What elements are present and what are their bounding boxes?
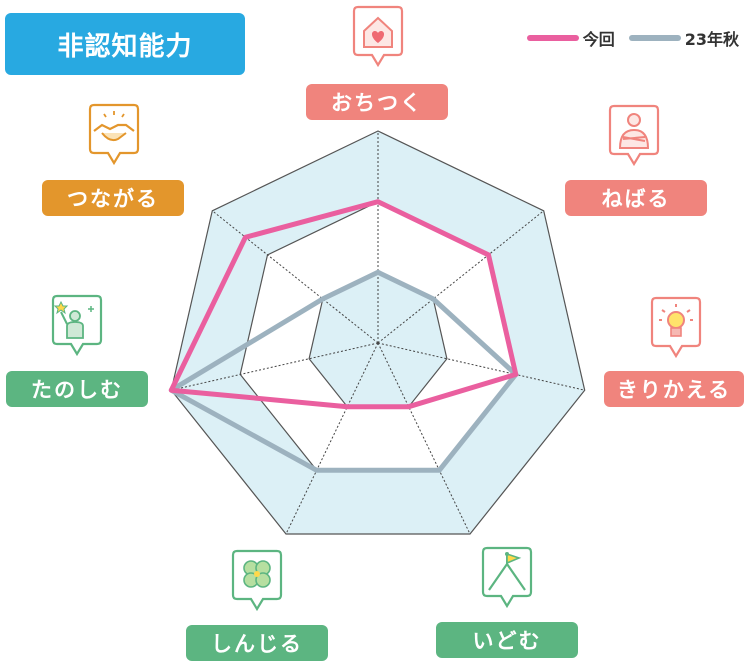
category-label-nebaru: ねばる	[565, 180, 707, 216]
mountain-flag-icon	[481, 546, 533, 609]
category-label-tsunagaru: つながる	[42, 180, 184, 216]
chart-title: 非認知能力	[5, 13, 245, 75]
radar-spoke	[171, 342, 379, 391]
category-label-idomu: いどむ	[436, 622, 578, 658]
radar-spoke	[377, 342, 585, 391]
lightbulb-icon	[650, 296, 702, 359]
house-heart-icon	[352, 5, 404, 68]
category-label-tanoshimu: たのしむ	[6, 371, 148, 407]
category-label-ochitsuku: おちつく	[306, 84, 448, 120]
series-line-current	[168, 199, 519, 410]
radar-spoke	[377, 210, 545, 344]
legend-item-previous: 23年秋	[628, 26, 739, 50]
legend-label-current: 今回	[582, 30, 615, 49]
legend-label-previous: 23年秋	[684, 30, 739, 49]
legend-swatch-previous	[628, 35, 681, 41]
radar-spoke	[285, 342, 379, 535]
radar-spoke	[211, 210, 379, 344]
category-label-kirikaeru: きりかえる	[604, 371, 744, 407]
handshake-icon	[88, 103, 140, 166]
radar-spoke	[377, 342, 471, 535]
legend: 今回 23年秋	[526, 26, 739, 50]
series-line-previous	[168, 269, 519, 473]
category-label-shinjiru: しんじる	[186, 625, 328, 661]
legend-swatch-current	[526, 35, 579, 41]
legend-item-current: 今回	[526, 26, 615, 50]
arms-crossed-person-icon	[608, 104, 660, 167]
clover-icon	[231, 549, 283, 612]
raised-hand-person-icon	[51, 294, 103, 357]
